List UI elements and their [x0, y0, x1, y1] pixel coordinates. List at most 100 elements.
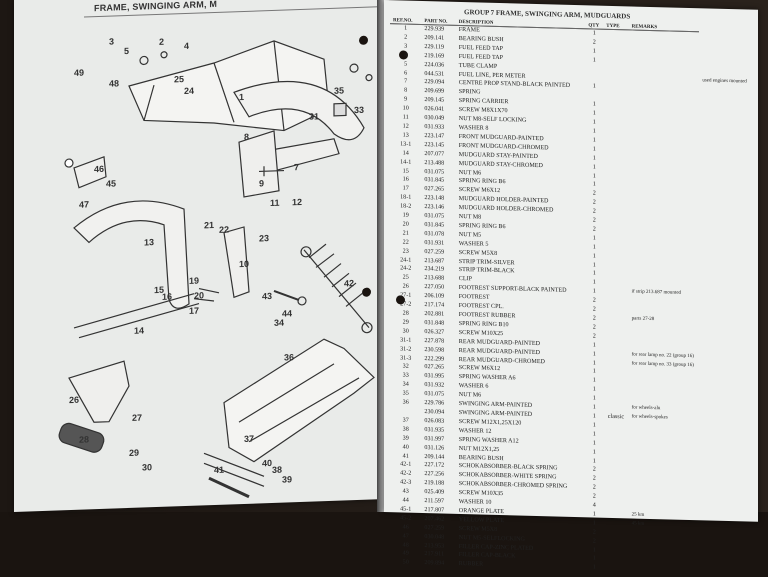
cell-type [603, 564, 628, 574]
cell-qty: 2 [592, 493, 596, 500]
cell-qty: 1 [592, 244, 596, 251]
svg-text:7: 7 [294, 162, 299, 172]
cell-qty: 1 [592, 172, 596, 180]
cell-qty: 1 [592, 431, 596, 438]
cell-part-no: 027.259 [424, 248, 445, 256]
cell-qty: 2 [592, 297, 596, 304]
cell-qty: 2 [592, 226, 596, 233]
cell-qty: 1 [592, 359, 596, 367]
cell-qty: 1 [592, 119, 596, 126]
parts-table: REF.NO. PART NO. DESCRIPTION QTY TYPE RE… [390, 18, 758, 577]
svg-text:28: 28 [79, 434, 89, 444]
bearing-bush [208, 476, 250, 499]
cell-remarks-extra: used engines mounted [702, 77, 747, 85]
svg-text:24: 24 [184, 86, 194, 96]
right-page-header: GROUP 7 FRAME, SWINGING ARM, MUDGUARDS [464, 8, 631, 21]
holder-bracket [223, 226, 250, 299]
cell-qty [585, 74, 603, 83]
svg-text:35: 35 [334, 85, 344, 95]
svg-text:13: 13 [144, 237, 154, 247]
svg-text:20: 20 [194, 290, 204, 300]
cell-qty: 2 [592, 484, 596, 491]
plate [73, 156, 107, 189]
cell-qty: 2 [592, 315, 596, 322]
svg-text:14: 14 [134, 325, 144, 335]
right-page-parts-list: GROUP 7 FRAME, SWINGING ARM, MUDGUARDS R… [384, 0, 758, 571]
screw [259, 166, 284, 177]
cell-part-no: 031.935 [424, 426, 445, 434]
cell-qty: 1 [592, 30, 596, 37]
svg-text:43: 43 [262, 291, 272, 301]
cell-qty: 1 [592, 101, 596, 108]
cell-qty: 1 [592, 395, 596, 402]
cell-qty: 1 [592, 351, 596, 358]
cell-qty: 2 [592, 538, 596, 545]
svg-text:26: 26 [69, 395, 79, 405]
svg-text:29: 29 [129, 448, 139, 458]
cell-qty: 1 [592, 404, 596, 411]
cell-qty: 1 [592, 279, 596, 286]
shock-absorber [300, 243, 373, 334]
svg-text:4: 4 [184, 41, 189, 51]
footrest-support [68, 360, 130, 423]
svg-text:25: 25 [174, 74, 184, 84]
cell-qty: 2 [592, 466, 596, 473]
svg-text:49: 49 [74, 68, 84, 78]
cell-qty: 1 [592, 137, 596, 144]
cell-part-no: 031.931 [424, 239, 445, 247]
bolts-17-19 [193, 287, 220, 302]
svg-text:30: 30 [142, 462, 152, 472]
cell-qty: 2 [592, 199, 596, 206]
front-mudguard [73, 200, 190, 309]
cell-part-no: 030.048 [424, 533, 445, 541]
svg-text:42: 42 [344, 278, 354, 288]
cell-type: classic [607, 413, 625, 421]
swinging-arm [223, 338, 375, 463]
cell-qty: 1 [592, 440, 596, 447]
mudguard-stay [73, 293, 200, 339]
cell-part-no: 219.169 [424, 52, 445, 60]
cell-qty: 4 [592, 502, 596, 509]
svg-text:36: 36 [284, 352, 294, 362]
nut [365, 74, 373, 82]
cell-qty: 1 [592, 181, 596, 188]
svg-text:46: 46 [94, 164, 104, 174]
svg-text:22: 22 [219, 224, 229, 234]
cell-part-no: 230.598 [424, 346, 445, 354]
cell-qty [585, 92, 603, 101]
svg-text:10: 10 [239, 259, 249, 269]
svg-text:39: 39 [282, 474, 292, 484]
cell-part-no: 027.259 [424, 524, 445, 532]
svg-text:33: 33 [354, 105, 364, 115]
footrest-rubber [58, 422, 105, 453]
svg-text:37: 37 [244, 434, 254, 444]
cell-ref-no: 50 [402, 559, 409, 567]
svg-text:11: 11 [270, 198, 280, 208]
svg-text:3: 3 [109, 37, 114, 47]
svg-text:45: 45 [106, 178, 116, 188]
cell-qty: 1 [592, 83, 596, 90]
cell-qty: 1 [592, 342, 596, 349]
cell-qty: 1 [592, 155, 596, 162]
cell-qty: 2 [592, 306, 596, 313]
axle-bolt [203, 452, 265, 487]
rear-mudguard [233, 80, 365, 141]
svg-text:8: 8 [244, 132, 249, 142]
cell-qty: 1 [592, 564, 596, 571]
svg-text:17: 17 [189, 306, 199, 316]
cell-part-no: 207.077 [424, 150, 445, 158]
cell-qty: 1 [592, 377, 596, 384]
cell-part-no: 213.488 [424, 159, 445, 167]
svg-text:34: 34 [274, 318, 284, 328]
nut [160, 51, 168, 59]
cell-part-no: 224.036 [424, 61, 445, 69]
svg-text:12: 12 [292, 197, 302, 207]
cell-part-no: 223.145 [424, 141, 445, 149]
svg-text:21: 21 [204, 220, 214, 230]
cell-qty: 1 [592, 164, 596, 171]
cell-qty: 1 [592, 146, 596, 153]
cell-qty: 1 [592, 368, 596, 375]
svg-text:19: 19 [189, 276, 199, 286]
cell-qty: 1 [592, 48, 596, 55]
